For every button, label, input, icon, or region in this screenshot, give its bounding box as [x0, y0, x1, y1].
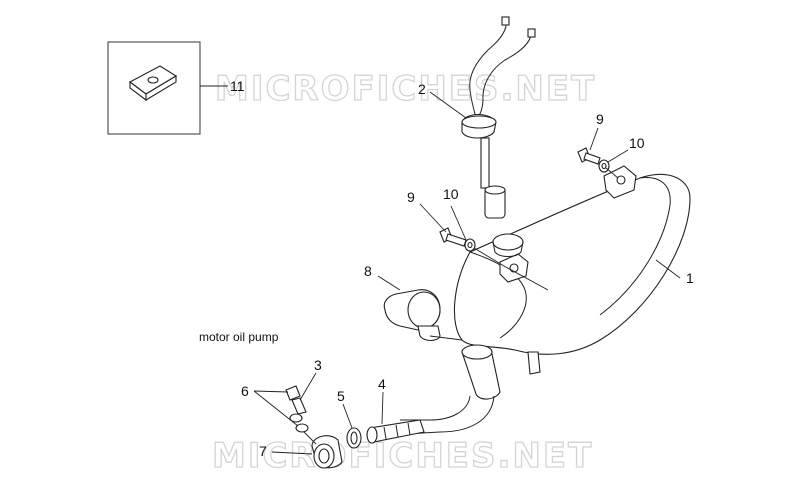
- watermark-bottom: MICROFICHES.NET: [212, 436, 593, 476]
- callout-9-lower: 9: [407, 189, 415, 205]
- callout-4: 4: [378, 376, 386, 392]
- part-1-oil-tank: [453, 165, 691, 400]
- part-8-filler-cap: [383, 289, 463, 342]
- callout-5: 5: [337, 388, 345, 404]
- part-3-banjo-screw: [285, 385, 307, 415]
- part-10-washer-lower: [464, 238, 476, 252]
- oil-hose: [400, 395, 495, 435]
- callout-3: 3: [314, 357, 322, 373]
- callout-2: 2: [418, 81, 426, 97]
- part-5-clip: [346, 427, 362, 449]
- part-7-union: [311, 435, 343, 469]
- part-9-bolt-upper: [577, 147, 601, 165]
- callout-10-lower: 10: [443, 186, 459, 202]
- callout-10-upper: 10: [629, 135, 645, 151]
- part-6-washers: [289, 413, 309, 433]
- callout-7: 7: [259, 443, 267, 459]
- part-10-washer-upper: [598, 159, 610, 173]
- part-4-hose: [366, 419, 425, 444]
- part-11-clip: [128, 65, 178, 102]
- part-11-inset: [107, 41, 228, 135]
- callout-6: 6: [241, 383, 249, 399]
- callout-1: 1: [686, 270, 694, 286]
- callout-11: 11: [230, 78, 245, 94]
- part-9-bolt-lower: [439, 227, 467, 247]
- callout-8: 8: [364, 263, 372, 279]
- motor-oil-pump-label: motor oil pump: [199, 330, 279, 344]
- part-2-level-sensor: [461, 16, 536, 219]
- callout-9-upper: 9: [596, 111, 604, 127]
- watermark-top: MICROFICHES.NET: [215, 69, 596, 109]
